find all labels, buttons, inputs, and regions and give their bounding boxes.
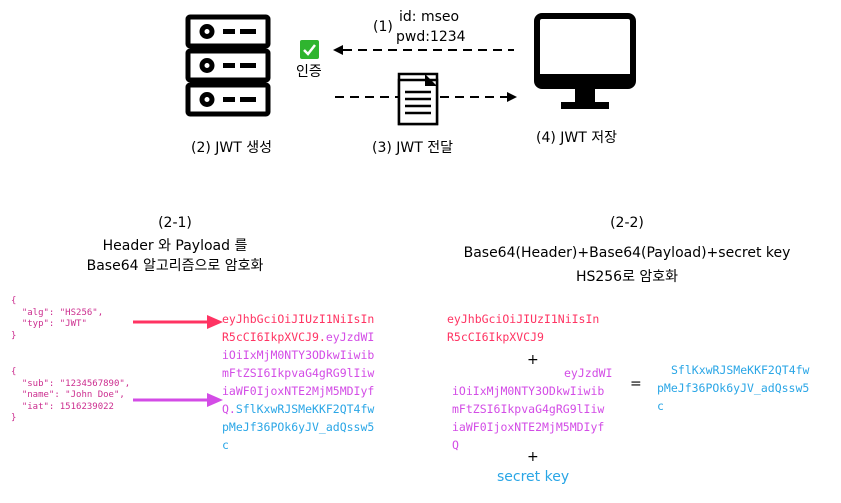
- header-json: { "alg": "HS256", "typ": "JWT" }: [11, 296, 104, 341]
- token-line: SflKxwRJSMeKKF2QT4fw: [235, 402, 375, 416]
- payload-line: mFtZSI6IkpvaG4gRG9lIiw: [452, 402, 605, 416]
- payload-part: eyJzdWI iOiIxMjM0NTY3ODkwIiwib mFtZSI6Ik…: [452, 364, 612, 454]
- payload-line: iOiIxMjM0NTY3ODkwIiwib: [452, 384, 605, 398]
- step1-id: id: mseo: [399, 9, 460, 25]
- header-line: R5cCI6IkpXVCJ9: [447, 330, 544, 344]
- auth-label: 인증: [296, 64, 322, 80]
- request-arrow: [333, 45, 514, 55]
- step4-label: (4) JWT 저장: [536, 130, 618, 146]
- signature: SflKxwRJSMeKKF2QT4fw pMeJf36POk6yJV_adQs…: [657, 361, 809, 415]
- check-icon: [300, 40, 319, 59]
- payload-line: eyJzdWI: [564, 366, 613, 380]
- payload-line: Q: [452, 438, 459, 452]
- token-line: iOiIxMjM0NTY3ODkwIiwib: [222, 348, 375, 362]
- monitor-icon: [534, 13, 636, 109]
- token-line: iaWF0IjoxNTE2MjM5MDIyf: [222, 384, 375, 398]
- step1-number: (1): [373, 19, 393, 35]
- header-line: eyJhbGciOiJIUzI1NiIsIn: [447, 312, 600, 326]
- step2-label: (2) JWT 생성: [191, 140, 273, 156]
- left-title-line2: Base64 알고리즘으로 암호화: [86, 258, 264, 274]
- payload-arrow: [133, 393, 223, 407]
- step1-pwd: pwd:1234: [396, 29, 466, 45]
- token-line: Q.: [222, 402, 236, 416]
- encoded-token: eyJhbGciOiJIUzI1NiIsIn R5cCI6IkpXVCJ9.ey…: [222, 310, 374, 454]
- signature-line: SflKxwRJSMeKKF2QT4fw: [671, 363, 810, 377]
- payload-line: iaWF0IjoxNTE2MjM5MDIyf: [452, 420, 605, 434]
- right-title-line2: HS256로 암호화: [575, 269, 679, 285]
- token-line: mFtZSI6IkpvaG4gRG9lIiw: [222, 366, 375, 380]
- right-title-line1: Base64(Header)+Base64(Payload)+secret ke…: [463, 245, 791, 261]
- server-icon: [185, 14, 271, 117]
- signature-line: c: [657, 399, 664, 413]
- equals-sign: =: [630, 376, 642, 392]
- token-line: pMeJf36POk6yJV_adQssw5: [222, 420, 375, 434]
- document-icon: [397, 72, 439, 126]
- header-part: eyJhbGciOiJIUzI1NiIsIn R5cCI6IkpXVCJ9: [447, 310, 599, 346]
- left-title-line1: Header 와 Payload 를: [102, 238, 248, 254]
- payload-json: { "sub": "1234567890", "name": "John Doe…: [11, 367, 131, 423]
- token-line: eyJhbGciOiJIUzI1NiIsIn: [222, 312, 375, 326]
- token-line: eyJzdWI: [325, 330, 375, 344]
- right-title-number: (2-2): [610, 215, 644, 231]
- plus-sign: +: [527, 449, 539, 465]
- token-line: R5cCI6IkpXVCJ9.: [222, 330, 326, 344]
- left-title-number: (2-1): [158, 215, 192, 231]
- token-line: c: [222, 438, 229, 452]
- plus-sign: +: [527, 352, 539, 368]
- token-transfer-arrow: [335, 92, 517, 102]
- header-arrow: [133, 315, 223, 329]
- signature-line: pMeJf36POk6yJV_adQssw5: [657, 381, 810, 395]
- step3-label: (3) JWT 전달: [372, 140, 454, 156]
- secret-key-label: secret key: [497, 469, 570, 485]
